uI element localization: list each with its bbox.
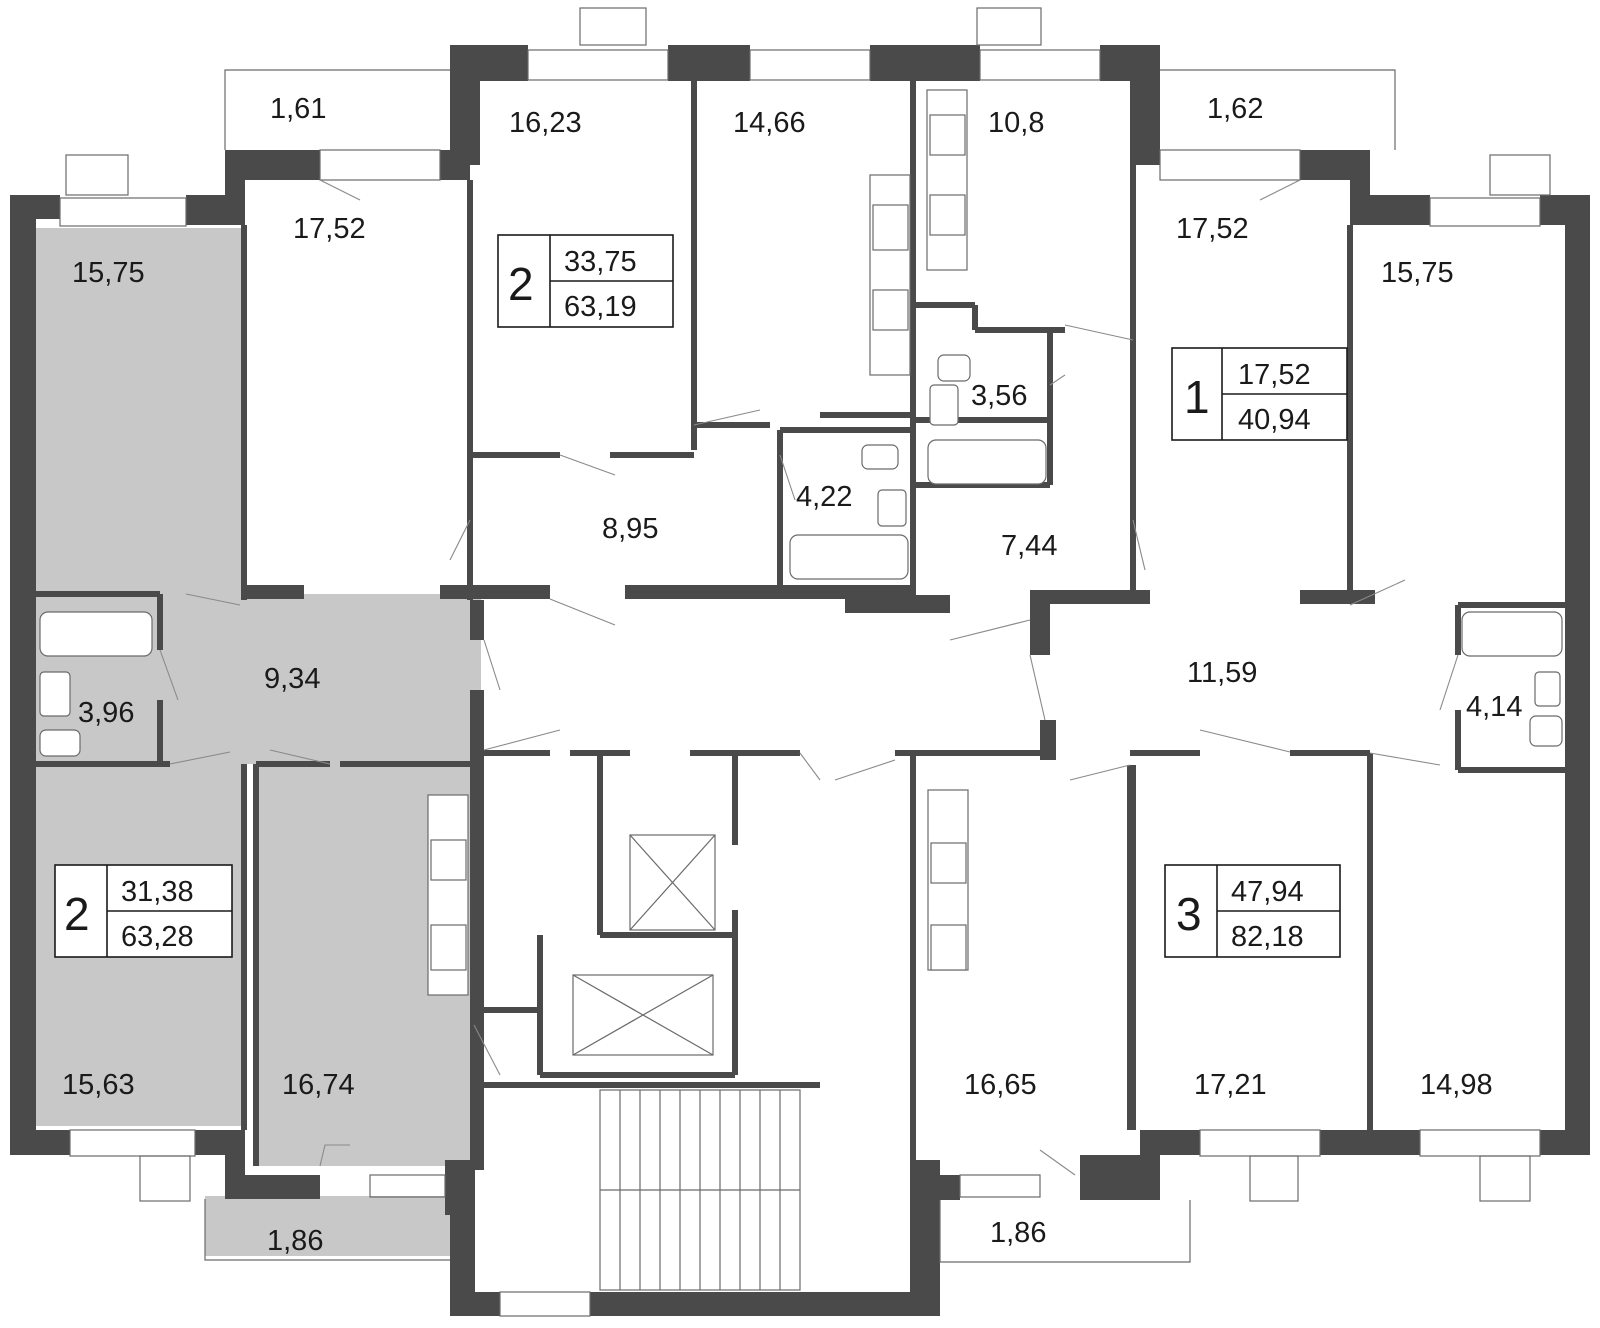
apartment-total-area: 63,19	[564, 291, 637, 323]
room-area-label: 3,56	[971, 380, 1027, 412]
room-area-label: 15,63	[62, 1069, 135, 1101]
room-area-label: 17,21	[1194, 1069, 1267, 1101]
room-area-label: 1,61	[270, 93, 326, 125]
room-area-label: 4,22	[796, 481, 852, 513]
room-area-label: 16,74	[282, 1069, 355, 1101]
apartment-rooms-count: 2	[64, 888, 90, 940]
apartment-box-a3: 2 31,38 63,28	[54, 864, 233, 958]
apartment-living-area: 17,52	[1238, 359, 1311, 391]
apartment-rooms-count: 3	[1176, 888, 1202, 940]
apartment-rooms-count: 1	[1184, 371, 1210, 423]
room-area-label: 16,23	[509, 107, 582, 139]
room-area-label: 1,86	[990, 1217, 1046, 1249]
room-area-label: 11,59	[1187, 657, 1257, 689]
apartment-living-area: 31,38	[121, 876, 194, 908]
apartment-rooms-count: 2	[508, 258, 534, 310]
apartment-total-area: 82,18	[1231, 921, 1304, 953]
room-area-label: 8,95	[602, 513, 658, 545]
outer-walls	[10, 45, 1590, 1316]
room-area-label: 15,75	[1381, 257, 1454, 289]
room-area-label: 1,86	[267, 1225, 323, 1257]
apartment-living-area: 47,94	[1231, 876, 1304, 908]
apartment-total-area: 63,28	[121, 921, 194, 953]
room-area-label: 9,34	[264, 663, 320, 695]
room-area-label: 7,44	[1001, 530, 1057, 562]
room-area-label: 4,14	[1466, 691, 1522, 723]
apartment-total-area: 40,94	[1238, 404, 1311, 436]
apartment-box-a2: 1 17,52 40,94	[1171, 347, 1348, 441]
room-area-label: 1,62	[1207, 93, 1263, 125]
fixtures	[39, 89, 1563, 1291]
room-area-label: 16,65	[964, 1069, 1037, 1101]
interior-walls	[36, 81, 1565, 1290]
apartment-box-a1: 2 33,75 63,19	[497, 234, 674, 328]
room-area-label: 14,98	[1420, 1069, 1493, 1101]
room-area-label: 17,52	[293, 213, 366, 245]
apartment-box-a4: 3 47,94 82,18	[1164, 864, 1341, 958]
room-area-label: 14,66	[733, 107, 806, 139]
windows-balconies	[59, 7, 1551, 1317]
doors	[159, 179, 1459, 1176]
room-area-label: 15,75	[72, 257, 145, 289]
apartment-living-area: 33,75	[564, 246, 637, 278]
room-labels: 1,61 16,23 14,66 10,8 1,62 17,52 17,52 1…	[62, 93, 1522, 1257]
room-area-label: 17,52	[1176, 213, 1249, 245]
room-area-label: 3,96	[78, 697, 134, 729]
room-area-label: 10,8	[988, 107, 1044, 139]
